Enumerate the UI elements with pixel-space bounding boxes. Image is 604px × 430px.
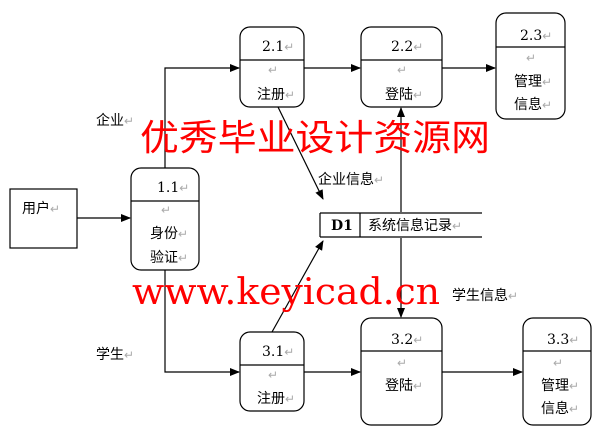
flow-label-enterprise-info: 企业信息↵ <box>318 171 384 188</box>
process-label: 管理↵ <box>541 378 579 394</box>
flow-label-student-info: 学生信息↵ <box>452 287 518 304</box>
process-id: 2.2↵ <box>391 39 423 55</box>
data-store-d1 <box>319 212 482 238</box>
process-label: 登陆↵ <box>385 378 423 394</box>
return-mark: ↵ <box>526 51 536 65</box>
return-mark: ↵ <box>268 368 278 382</box>
user-label: 用户↵ <box>22 200 60 217</box>
flow-enterprise <box>164 64 240 168</box>
process-label: 注册↵ <box>257 87 295 103</box>
flow-student <box>164 270 240 376</box>
return-mark: ↵ <box>397 356 407 370</box>
watermark-url: www.keyicad.cn <box>132 272 440 313</box>
process-3-3 <box>522 317 592 426</box>
process-id: 3.1↵ <box>262 344 294 360</box>
process-id: 1.1↵ <box>157 180 189 196</box>
process-label: 信息↵ <box>514 96 552 113</box>
external-entity-user <box>9 188 78 249</box>
return-mark: ↵ <box>268 63 278 77</box>
store-name: 系统信息记录↵ <box>368 217 462 234</box>
flow-label-student: 学生↵ <box>96 347 134 363</box>
process-id: 2.3↵ <box>520 28 552 44</box>
process-id: 2.1↵ <box>262 39 294 55</box>
process-2-1 <box>239 26 305 108</box>
watermark-title: 优秀毕业设计资源网 <box>140 118 490 159</box>
process-label: 注册↵ <box>257 391 295 407</box>
process-id: 3.3↵ <box>547 332 579 348</box>
process-label: 身份↵ <box>150 226 188 242</box>
flow-student-info <box>271 240 324 333</box>
process-2-3 <box>495 12 566 120</box>
process-label: 管理↵ <box>514 74 552 90</box>
flow-label-enterprise: 企业↵ <box>96 112 134 129</box>
store-id: D1 <box>331 218 353 234</box>
process-label: 登陆↵ <box>385 87 423 103</box>
process-label: 验证↵ <box>150 250 188 266</box>
return-mark: ↵ <box>397 63 407 77</box>
flow-enterprise-info <box>277 106 324 200</box>
return-mark: ↵ <box>161 203 171 217</box>
process-label: 信息↵ <box>541 400 579 417</box>
process-id: 3.2↵ <box>391 332 423 348</box>
return-mark: ↵ <box>553 356 563 370</box>
